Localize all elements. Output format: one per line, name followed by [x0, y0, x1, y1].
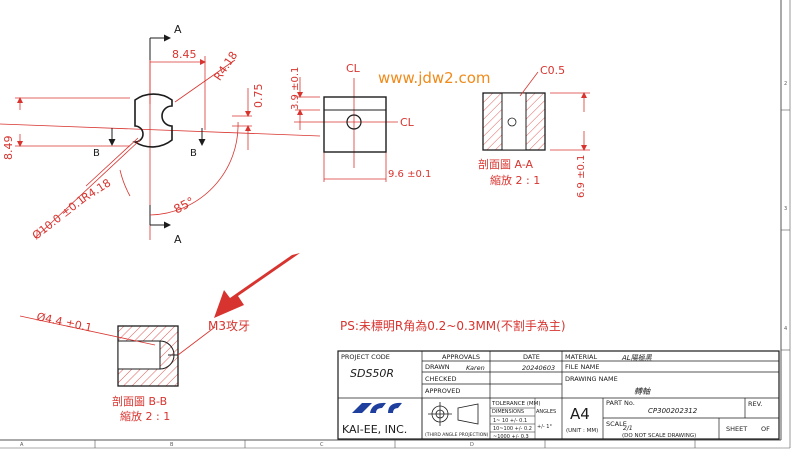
- company-logo: [352, 402, 402, 413]
- label-rev: REV.: [748, 400, 762, 408]
- zone-label-3: 3: [784, 206, 787, 212]
- section-bb-view: Ø4.4 ±0.1 M3攻牙 剖面圖 B-B 縮放 2 : 1: [19, 310, 250, 423]
- dim-width-front: [150, 56, 206, 130]
- dim-radius-bottom: [85, 137, 139, 187]
- value-drawing-name: 轉軸: [634, 387, 651, 396]
- zone-label-4: 4: [784, 326, 787, 332]
- label-file-name: FILE NAME: [565, 363, 599, 371]
- label-approved: APPROVED: [425, 387, 460, 395]
- dim-offset-text: 0.75: [252, 84, 265, 109]
- label-of: OF: [761, 425, 770, 433]
- section-aa-view: C0.5 6.9 ±0.1 剖面圖 A-A 縮放 2 : 1: [478, 64, 590, 198]
- section-bb-thread-note: M3攻牙: [208, 319, 250, 333]
- side-view-dim-height: 3.9 ±0.1: [290, 67, 301, 110]
- dim-offset: [232, 88, 252, 150]
- watermark-text: www.jdw2.com: [378, 69, 491, 87]
- section-aa-scale: 縮放 2 : 1: [490, 173, 540, 187]
- front-view-outline: [132, 93, 173, 148]
- label-sheet: SHEET: [726, 425, 747, 433]
- value-material: AL陽極黑: [621, 354, 653, 362]
- zone-label-a: A: [20, 442, 24, 448]
- section-aa-chamfer: C0.5: [540, 64, 565, 77]
- label-date: DATE: [523, 353, 540, 361]
- section-bb-bore: [117, 340, 161, 370]
- label-drawing-name: DRAWING NAME: [565, 375, 618, 383]
- callout-arrow: [214, 253, 300, 318]
- unit-label: (UNIT : MM): [566, 428, 598, 434]
- zone-label-c: C: [320, 442, 324, 448]
- section-aa-dim-height: 6.9 ±0.1: [576, 155, 587, 198]
- tol-dimensions-header: DIMENSIONS: [492, 409, 524, 415]
- side-view-dim-width: 9.6 ±0.1: [388, 169, 431, 180]
- projection-label: (THIRD ANGLE PROJECTION): [425, 432, 489, 438]
- section-aa-title: 剖面圖 A-A: [478, 157, 534, 171]
- tol-row-2: 10~100 +/- 0.2: [493, 426, 532, 432]
- tol-row-1: 1~ 10 +/- 0.1: [493, 418, 527, 424]
- zone-label-d: D: [470, 442, 474, 448]
- dim-height-front: [15, 97, 130, 147]
- dim-height-front-text: 8.49: [2, 136, 15, 161]
- side-view: CL CL 3.9 ±0.1 9.6 ±0.1: [290, 62, 431, 182]
- section-bb-scale: 縮放 2 : 1: [120, 409, 170, 423]
- value-drawn-date: 20240603: [522, 364, 555, 372]
- third-angle-projection-icon: [428, 402, 479, 426]
- zone-label-b: B: [170, 442, 174, 448]
- value-scale: 2/1: [623, 425, 633, 432]
- side-view-cl-top: CL: [346, 62, 361, 75]
- company-name: KAI-EE, INC.: [342, 423, 407, 436]
- dim-radius-top: [174, 59, 236, 103]
- value-drawn-by: Karen: [466, 364, 485, 372]
- zone-labels: A B C D 2 3 4: [20, 81, 787, 448]
- dim-diameter-front: [34, 139, 141, 239]
- label-part-no: PART No.: [606, 399, 635, 407]
- section-label-b-left: B: [93, 148, 100, 159]
- no-scale-note: (DO NOT SCALE DRAWING): [622, 433, 696, 439]
- title-block: PROJECT CODE SDS50R APPROVALS DATE MATER…: [337, 350, 780, 440]
- side-view-hole: [346, 114, 362, 130]
- tol-angles-header: ANGLES: [536, 409, 556, 415]
- tol-angle-value: +/- 1°: [537, 424, 552, 430]
- tol-row-3: ~1000 +/- 0.3: [493, 434, 529, 440]
- section-label-b-right: B: [190, 148, 197, 159]
- label-approvals: APPROVALS: [442, 353, 480, 361]
- sheet-size: A4: [570, 405, 590, 423]
- value-part-no: CP300202312: [648, 407, 698, 415]
- tol-title: TOLERANCE (MM): [491, 401, 541, 407]
- section-aa-thread-mark: [507, 117, 517, 127]
- label-checked: CHECKED: [425, 375, 456, 383]
- label-project-code: PROJECT CODE: [341, 353, 390, 361]
- section-label-a-bottom: A: [174, 233, 182, 246]
- section-label-a-top: A: [174, 23, 182, 36]
- label-material: MATERIAL: [565, 353, 598, 361]
- dim-angle: [119, 121, 239, 216]
- section-marker-a-top: [149, 34, 171, 60]
- side-view-outline: [323, 96, 387, 153]
- zone-label-2: 2: [784, 81, 787, 87]
- section-bb-title: 剖面圖 B-B: [112, 394, 167, 408]
- label-scale: SCALE: [606, 420, 627, 428]
- side-view-cl-right: CL: [400, 116, 415, 129]
- dim-width-front-text: 8.45: [172, 48, 197, 61]
- section-aa-bore: [501, 92, 527, 151]
- general-note: PS:未標明R角為0.2~0.3MM(不割手為主): [340, 318, 566, 333]
- value-project-code: SDS50R: [350, 367, 394, 380]
- drawing-frame: [0, 0, 791, 449]
- label-drawn: DRAWN: [425, 363, 450, 371]
